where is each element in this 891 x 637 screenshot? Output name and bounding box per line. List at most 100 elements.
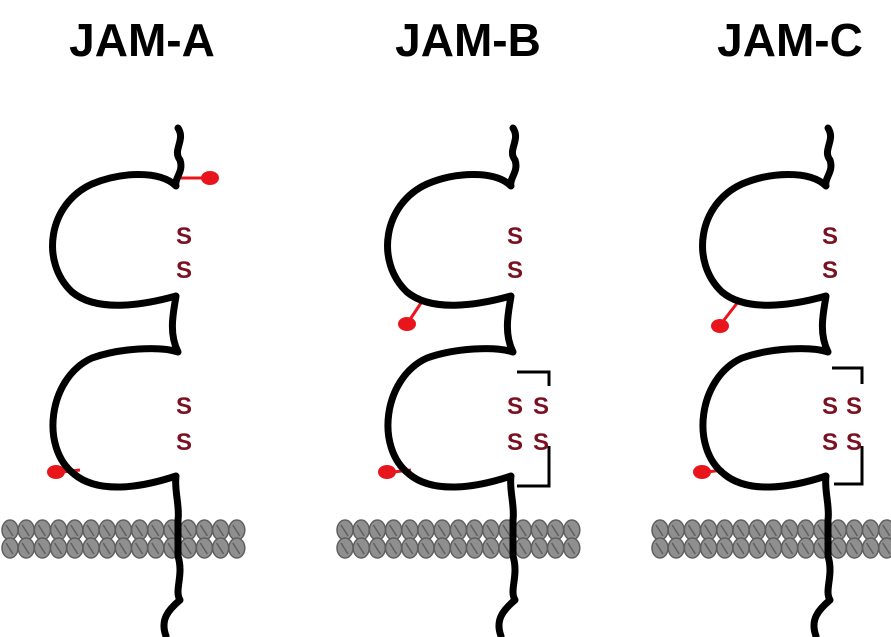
lipid-tail [405,542,414,555]
lipid-tail [518,542,527,555]
lipid-tail [550,524,560,537]
protein-backbone [49,124,185,637]
lipid-tail [687,542,697,555]
lipid-tail [784,542,794,555]
disulfide-s-d2-top: S [822,393,838,420]
lipid-tail [215,524,225,537]
glycosylation-sites [47,171,219,479]
lipid-tail [752,524,761,537]
lipid-tail [151,524,160,537]
lipid-tail [801,542,810,555]
disulfide-s-d1-bottom: S [176,257,192,284]
lipid-tail [882,542,891,555]
lipid-tail [405,524,414,537]
lipid-tail [421,542,430,555]
lipid-tail [784,524,794,537]
lipid-head [878,537,891,559]
lipid-tail [817,524,826,537]
lipid-tail [5,542,14,555]
lipid-tail [437,542,446,555]
lipid-tail [882,524,891,537]
lipid-tail [134,542,144,555]
lipid-tail [736,524,745,537]
lipid-tail [736,542,745,555]
lipid-tail [215,542,225,555]
backbone-path [49,124,185,637]
disulfide-s-d2-top: S [507,393,523,420]
lipid-tail [70,524,79,537]
jam-b-structure: S S S S S S [336,124,581,637]
lipid-tail [849,542,859,555]
cell-membrane [651,519,891,559]
disulfide-s-d2-top: S [176,393,192,420]
lipid-tail [199,542,209,555]
lipid-tail [134,524,144,537]
disulfide-s-d2-bottom: S [176,429,192,456]
lipid-tail [37,542,47,555]
disulfide-labels: S S S S S S [507,223,549,456]
disulfide-s-d2-bottom: S [822,429,838,456]
lipid-tail [232,542,241,555]
glycan-head [693,465,711,479]
lipid-tail [340,524,349,537]
lipid-tail [518,524,527,537]
lipid-tail [720,542,729,555]
lipid-tail [232,524,241,537]
backbone-path [699,124,835,637]
protein-backbone [699,124,835,637]
lipid-tail [118,542,128,555]
disulfide-s-extra-top: S [533,393,549,420]
lipid-tail [388,524,398,537]
lipid-tail [671,542,680,555]
lipid-tail [421,524,430,537]
lipid-tail [833,524,842,537]
backbone-path [384,124,520,637]
lipid-tail [167,542,176,555]
lipid-tail [486,524,495,537]
lipid-tail [86,542,95,555]
lipid-tail [388,542,398,555]
lipid-tail [768,524,778,537]
disulfide-s-extra-bottom: S [533,429,549,456]
lipid-tail [437,524,446,537]
disulfide-s-d2-bottom: S [507,429,523,456]
lipid-tail [703,542,713,555]
lipid-tail [768,542,778,555]
lipid-tail [817,542,826,555]
lipid-tail [102,524,111,537]
lipid-tail [340,542,349,555]
cell-membrane [336,519,581,559]
glycan-head [201,171,219,185]
lipid-tail [118,524,128,537]
disulfide-brackets [832,366,864,486]
lipid-tail [21,542,30,555]
lipid-tail [102,542,111,555]
lipid-tail [502,524,511,537]
disulfide-s-d1-top: S [507,223,523,250]
lipid-tail [70,542,79,555]
lipid-tail [151,542,160,555]
disulfide-s-d1-top: S [822,223,838,250]
disulfide-s-d1-bottom: S [822,257,838,284]
lipid-tail [534,542,544,555]
lipid-tail [183,542,192,555]
lipid-tail [502,542,511,555]
lipid-tail [37,524,47,537]
panel-title-jam-b: JAM-B [395,14,541,66]
lipid-tail [703,524,713,537]
lipid-tail [752,542,761,555]
lipid-tail [671,524,680,537]
lipid-tail [655,524,664,537]
panel-title-jam-c: JAM-C [717,14,863,66]
jam-c-structure: S S S S S S [651,124,891,637]
lipid-tail [469,524,479,537]
disulfide-brackets [517,370,551,488]
disulfide-labels: S S S S [176,223,192,456]
lipid-tail [167,524,176,537]
lipid-tail [865,542,875,555]
protein-backbone [384,124,520,637]
lipid-tail [183,524,192,537]
lipid-tail [356,542,365,555]
lipid-tail [550,542,560,555]
